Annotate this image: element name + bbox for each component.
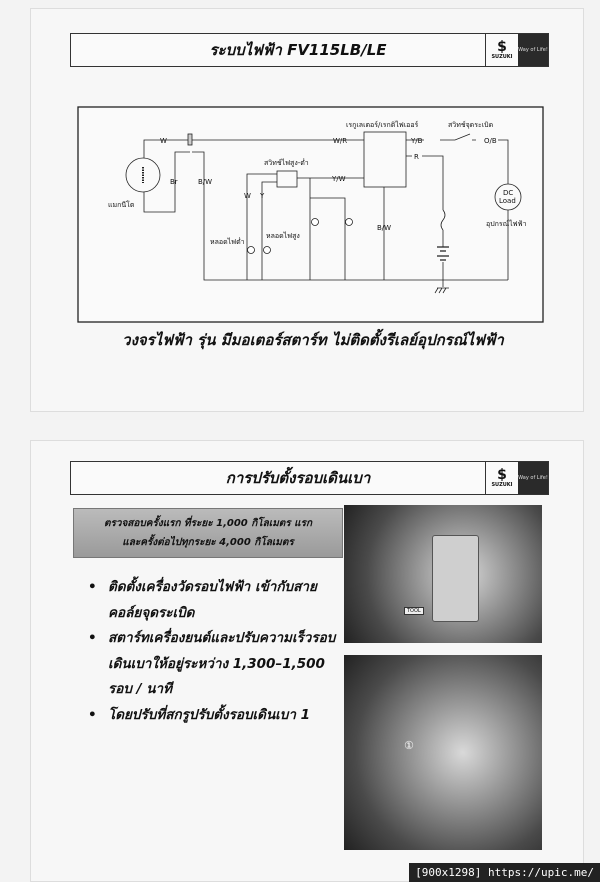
wire-lamps xyxy=(309,178,385,280)
electrical-device-label: อุปกรณ์ไฟฟ้า xyxy=(486,219,527,228)
dimmer-switch-label: สวิทช์ไฟสูง-ต่ำ xyxy=(264,158,309,167)
dc-load-icon xyxy=(494,183,522,211)
inspection-interval-box: ตรวจสอบครั้งแรก ที่ระยะ 1,000 กิโลเมตร แ… xyxy=(73,508,343,558)
high-beam-lamp-icon xyxy=(263,246,271,254)
slide1-title: ระบบไฟฟ้า FV115LB/LE xyxy=(209,41,387,59)
slide1-header: ระบบไฟฟ้า FV115LB/LE $SUZUKI Way of Life… xyxy=(70,33,549,67)
regulator-label: เรกูเลเตอร์/เรกติไฟเออร์ xyxy=(346,120,419,129)
low-beam-label: หลอดไฟต่ำ xyxy=(210,237,245,246)
high-beam-label: หลอดไฟสูง xyxy=(266,231,300,240)
wire-label-bw: B/W xyxy=(198,178,212,186)
magneto-icon xyxy=(125,157,161,193)
dc-load-text: Load xyxy=(499,197,516,205)
image-host-footer: [900x1298] https://upic.me/ xyxy=(409,863,600,882)
magneto-label: แมกนีโต xyxy=(108,200,135,209)
wire-w xyxy=(143,139,364,158)
diagram-caption: วงจรไฟฟ้า รุ่น มีมอเตอร์สตาร์ท ไม่ติดตั้… xyxy=(122,331,504,349)
connector-icon xyxy=(187,133,193,146)
list-item: โดยปรับที่สกรูปรับตั้งรอบเดินเบา 1 xyxy=(84,703,349,729)
lamp-icon xyxy=(311,218,319,226)
tachometer-device xyxy=(432,535,479,622)
brand-text: SUZUKI xyxy=(491,482,513,488)
suzuki-logo: $SUZUKI xyxy=(485,34,518,66)
wire-label-ob: O/B xyxy=(484,137,497,145)
dimmer-switch-icon xyxy=(276,170,298,188)
ground-icon xyxy=(434,287,449,294)
wire-label-br: Br xyxy=(170,178,178,186)
wire-r xyxy=(406,155,444,287)
notice-line: ตรวจสอบครั้งแรก ที่ระยะ 1,000 กิโลเมตร แ… xyxy=(103,518,313,529)
wire-label-wr: W/R xyxy=(333,137,347,145)
diagram-frame xyxy=(77,106,544,323)
fuse-icon xyxy=(440,209,446,231)
wire-label-w2: W xyxy=(244,192,251,200)
list-item: ติดตั้งเครื่องวัดรอบไฟฟ้า เข้ากับสายคอล์… xyxy=(84,575,349,626)
suzuki-s-icon: $ xyxy=(497,467,507,483)
brand-text: SUZUKI xyxy=(491,54,513,60)
battery-icon xyxy=(437,246,449,261)
tagline: Way of Life! xyxy=(518,462,548,494)
wire-label-y: Y xyxy=(259,192,265,200)
wire-bw-ground-bus xyxy=(192,151,508,281)
slide2-header: การปรับตั้งรอบเดินเบา $SUZUKI Way of Lif… xyxy=(70,461,549,495)
wire-label-r: R xyxy=(414,153,419,161)
wire-dimmer xyxy=(246,173,364,280)
suzuki-s-icon: $ xyxy=(497,39,507,55)
slide2-title: การปรับตั้งรอบเดินเบา xyxy=(225,469,371,487)
wire-label-w: W xyxy=(160,137,167,145)
tagline: Way of Life! xyxy=(518,34,548,66)
lamp-icon xyxy=(345,218,353,226)
tool-tag: TOOL xyxy=(404,607,424,615)
wire-label-bw2: B/W xyxy=(377,224,391,232)
callout-marker: ① xyxy=(404,739,414,752)
low-beam-lamp-icon xyxy=(247,246,255,254)
procedure-list: ติดตั้งเครื่องวัดรอบไฟฟ้า เข้ากับสายคอล์… xyxy=(84,575,349,728)
tachometer-photo: TOOL xyxy=(344,505,542,643)
wire-yb-ob xyxy=(406,133,509,280)
wire-br xyxy=(143,151,190,213)
dc-load-text: DC xyxy=(503,189,513,197)
regulator-box xyxy=(363,131,407,188)
wire-label-yw: Y/W xyxy=(331,175,346,183)
suzuki-logo: $SUZUKI xyxy=(485,462,518,494)
notice-line: และครั้งต่อไปทุกระยะ 4,000 กิโลเมตร xyxy=(122,537,294,548)
idle-screw-photo: ① xyxy=(344,655,542,850)
list-item: สตาร์ทเครื่องยนต์และปรับความเร็วรอบเดินเ… xyxy=(84,626,349,703)
wire-label-yb: Y/B xyxy=(410,137,423,145)
ignition-switch-label: สวิทช์จุดระเบิด xyxy=(448,121,493,129)
